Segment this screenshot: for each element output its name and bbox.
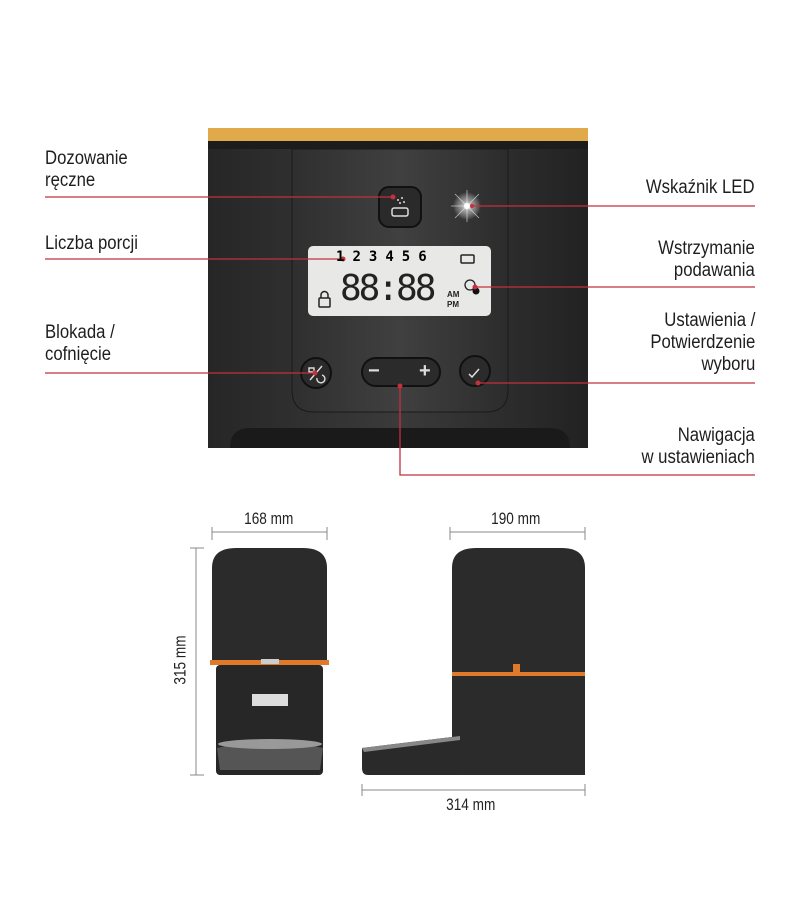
am-pm-indicator: AM PM [447, 290, 459, 310]
orange-band [452, 672, 585, 676]
portion-6: 6 [418, 249, 427, 265]
bowl-icon [391, 207, 409, 217]
label-led-indicator: Wskaźnik LED [646, 177, 755, 198]
front-view [210, 548, 329, 775]
label-manual-dispense: Dozowanie ręczne [45, 148, 128, 192]
side-view [362, 548, 585, 775]
led-indicator [451, 190, 483, 222]
label-line: Wstrzymanie [658, 238, 755, 259]
label-line: Blokada / [45, 322, 115, 343]
orange-top-strip [208, 128, 588, 141]
manual-dispense-button[interactable] [378, 186, 422, 228]
portion-3: 3 [368, 249, 378, 265]
label-line: cofnięcie [45, 344, 111, 365]
portion-2: 2 [352, 249, 361, 265]
dim-side-depth: 190 mm [491, 509, 541, 528]
label-navigation: Nawigacja w ustawieniach [642, 425, 755, 469]
lcd-time: 88:88 [340, 268, 436, 309]
dim-total-depth: 314 mm [446, 795, 496, 814]
label-line: Dozowanie [45, 148, 128, 169]
minus-button[interactable]: − [368, 360, 380, 382]
portion-1: 1 [336, 249, 345, 265]
label-line: w ustawieniach [641, 447, 755, 468]
label-line: Potwierdzenie [649, 332, 755, 353]
label-line: Ustawienia / [663, 310, 755, 331]
lock-icon [318, 290, 331, 308]
label-portion-count: Liczba porcji [45, 233, 138, 254]
label-lock-undo: Blokada / cofnięcie [45, 322, 115, 366]
dimension-lines [190, 527, 586, 796]
portion-numbers: 1 2 3 4 5 6 [336, 249, 427, 265]
control-panel-closeup [208, 128, 588, 448]
am-label: AM [447, 290, 460, 299]
label-settings-confirm: Ustawienia / Potwierdzenie wyboru [650, 310, 755, 376]
label-pause-feeding: Wstrzymanie podawania [658, 238, 755, 282]
label-line: Nawigacja [677, 425, 755, 446]
label-line: wyboru [701, 354, 755, 375]
dim-height: 315 mm [170, 635, 190, 685]
portion-4: 4 [385, 249, 394, 265]
portion-5: 5 [401, 249, 411, 265]
label-line: podawania [674, 260, 755, 281]
battery-icon [460, 254, 475, 264]
settings-confirm-button[interactable] [459, 355, 491, 387]
check-icon [468, 368, 480, 379]
plus-button[interactable]: + [419, 360, 431, 382]
dim-front-width: 168 mm [244, 509, 294, 528]
lcd-display [308, 246, 491, 316]
pm-label: PM [447, 300, 459, 309]
callout-lines [45, 196, 755, 476]
label-line: ręczne [45, 170, 96, 191]
